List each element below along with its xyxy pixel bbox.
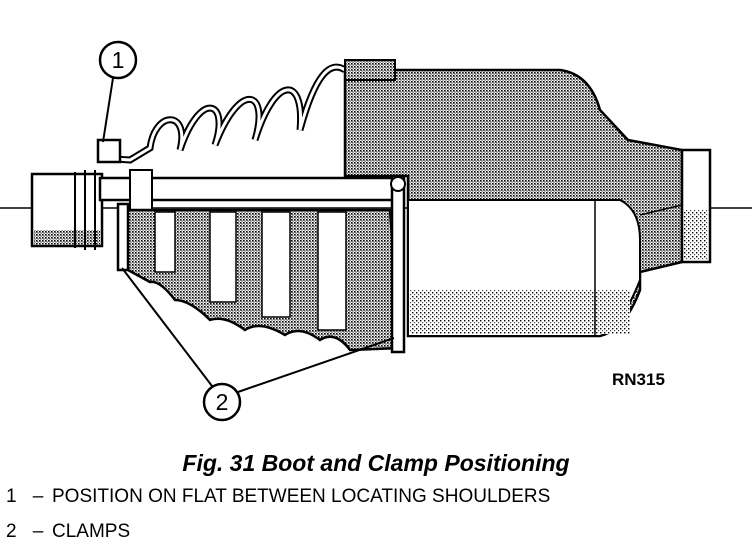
clamp-large bbox=[390, 174, 406, 354]
callout-1-bubble bbox=[98, 40, 138, 80]
boot-lower bbox=[118, 208, 402, 352]
figure-code: RN315 bbox=[612, 370, 665, 389]
callout-2-leader-b bbox=[237, 337, 395, 393]
callout-1-leader bbox=[102, 77, 114, 143]
legend-text: POSITION ON FLAT BETWEEN LOCATING SHOULD… bbox=[52, 486, 551, 507]
figure-caption: Fig. 31 Boot and Clamp Positioning bbox=[182, 450, 570, 476]
callout-1-number: 1 bbox=[112, 47, 125, 73]
legend-item-1: 1–POSITION ON FLAT BETWEEN LOCATING SHOU… bbox=[6, 486, 550, 508]
callout-2-bubble bbox=[202, 382, 242, 422]
legend-number: 2 bbox=[6, 521, 17, 542]
boot-upper bbox=[96, 59, 396, 164]
callout-2: 2 bbox=[121, 267, 395, 422]
callout-2-leader-a bbox=[121, 267, 213, 387]
legend-number: 1 bbox=[6, 486, 17, 507]
callout-2-number: 2 bbox=[216, 389, 229, 415]
legend-item-2: 2–CLAMPS bbox=[6, 521, 130, 543]
axle-shaft bbox=[98, 169, 402, 211]
shaft-stub bbox=[30, 170, 104, 250]
legend-separator: – bbox=[32, 486, 44, 507]
cv-joint-housing bbox=[343, 68, 712, 338]
legend-text: CLAMPS bbox=[52, 521, 131, 542]
boot-clamp-diagram: 1 2 RN315 bbox=[0, 40, 752, 422]
callout-1: 1 bbox=[98, 40, 138, 143]
clamp-small bbox=[116, 202, 130, 272]
legend-separator: – bbox=[32, 521, 44, 542]
